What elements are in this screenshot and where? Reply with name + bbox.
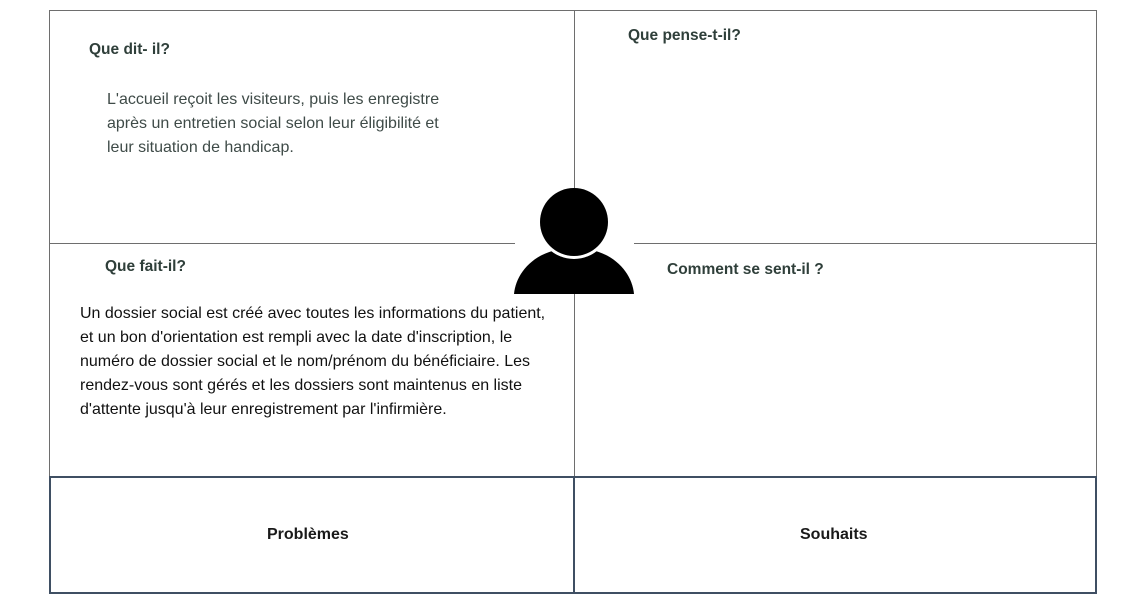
wishes-label: Souhaits <box>800 526 868 543</box>
feels-heading: Comment se sent-il ? <box>667 261 824 278</box>
person-icon <box>514 188 634 294</box>
thinks-heading: Que pense-t-il? <box>628 27 741 44</box>
horizontal-divider-right <box>634 243 1097 244</box>
band-divider <box>573 477 575 594</box>
does-text: Un dossier social est créé avec toutes l… <box>80 305 546 418</box>
does-heading: Que fait-il? <box>105 258 186 275</box>
problems-label: Problèmes <box>267 526 349 543</box>
horizontal-divider-left <box>49 243 515 244</box>
says-text: L'accueil reçoit les visiteurs, puis les… <box>107 91 440 156</box>
says-heading: Que dit- il? <box>89 41 170 58</box>
